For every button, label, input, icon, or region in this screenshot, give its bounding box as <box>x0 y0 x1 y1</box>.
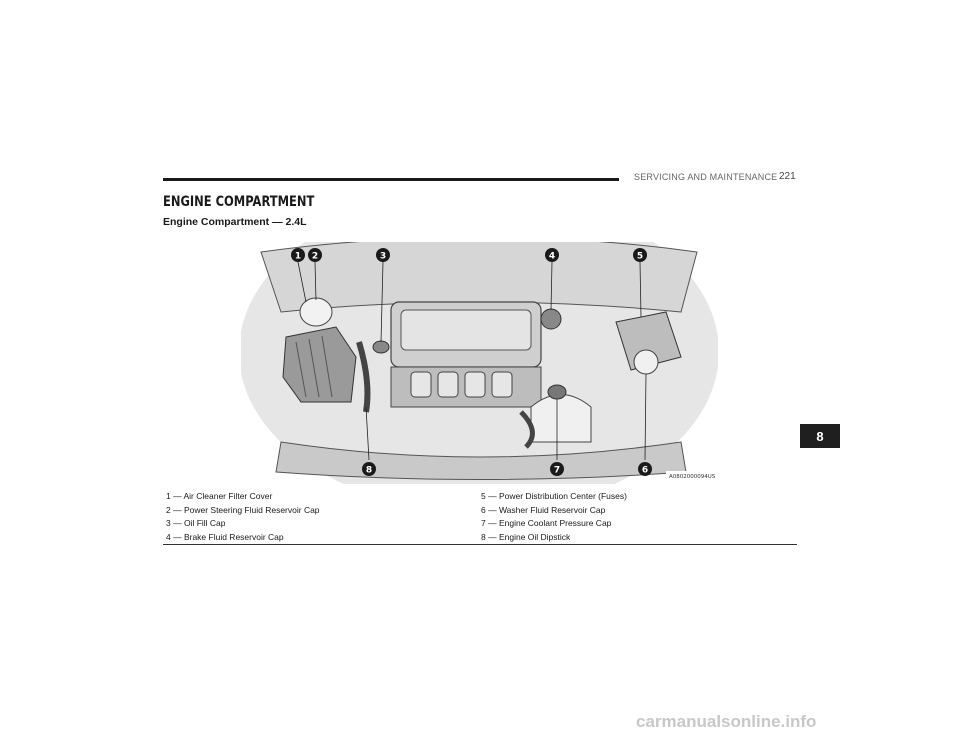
svg-text:8: 8 <box>366 466 372 476</box>
callout-3: 3 <box>376 248 390 262</box>
callout-5: 5 <box>633 248 647 262</box>
watermark: carmanualsonline.info <box>636 712 817 731</box>
chapter-tab: 8 <box>800 424 840 448</box>
svg-text:7: 7 <box>554 466 560 476</box>
legend-row: 4 — Brake Fluid Reservoir Cap 8 — Engine… <box>163 532 797 546</box>
callout-1: 1 <box>291 248 305 262</box>
running-head: SERVICING AND MAINTENANCE <box>634 172 778 182</box>
figure-caption: Engine Compartment — 2.4L <box>163 216 307 228</box>
legend-item: 7 — Engine Coolant Pressure Cap <box>481 518 612 528</box>
svg-text:3: 3 <box>380 252 386 262</box>
legend-rule <box>163 544 797 545</box>
image-code: A0802000094US <box>669 474 716 480</box>
callout-2: 2 <box>308 248 322 262</box>
engine-compartment-illustration: 1 2 3 4 5 6 7 8 A0802000094US <box>241 242 718 484</box>
legend-item: 4 — Brake Fluid Reservoir Cap <box>166 531 284 542</box>
legend-item: 2 — Power Steering Fluid Reservoir Cap <box>166 504 320 515</box>
page-number: 221 <box>779 171 796 182</box>
legend-item: 5 — Power Distribution Center (Fuses) <box>481 491 627 501</box>
legend-item: 1 — Air Cleaner Filter Cover <box>166 491 273 501</box>
section-title: ENGINE COMPARTMENT <box>163 194 315 210</box>
callout-7: 7 <box>550 462 564 476</box>
svg-text:4: 4 <box>549 252 555 262</box>
legend-row: 3 — Oil Fill Cap 7 — Engine Coolant Pres… <box>163 518 797 532</box>
svg-text:6: 6 <box>642 466 648 476</box>
callout-8: 8 <box>362 462 376 476</box>
legend-item: 6 — Washer Fluid Reservoir Cap <box>481 504 606 515</box>
header-rule <box>163 178 619 181</box>
svg-text:1: 1 <box>295 252 301 262</box>
legend-item: 8 — Engine Oil Dipstick <box>481 531 571 542</box>
legend: 1 — Air Cleaner Filter Cover 5 — Power D… <box>163 491 797 545</box>
callout-6: 6 <box>638 462 652 476</box>
callout-4: 4 <box>545 248 559 262</box>
legend-item: 3 — Oil Fill Cap <box>166 518 226 528</box>
svg-text:5: 5 <box>637 252 643 262</box>
svg-text:2: 2 <box>312 252 318 262</box>
legend-row: 1 — Air Cleaner Filter Cover 5 — Power D… <box>163 491 797 505</box>
legend-row: 2 — Power Steering Fluid Reservoir Cap 6… <box>163 505 797 519</box>
